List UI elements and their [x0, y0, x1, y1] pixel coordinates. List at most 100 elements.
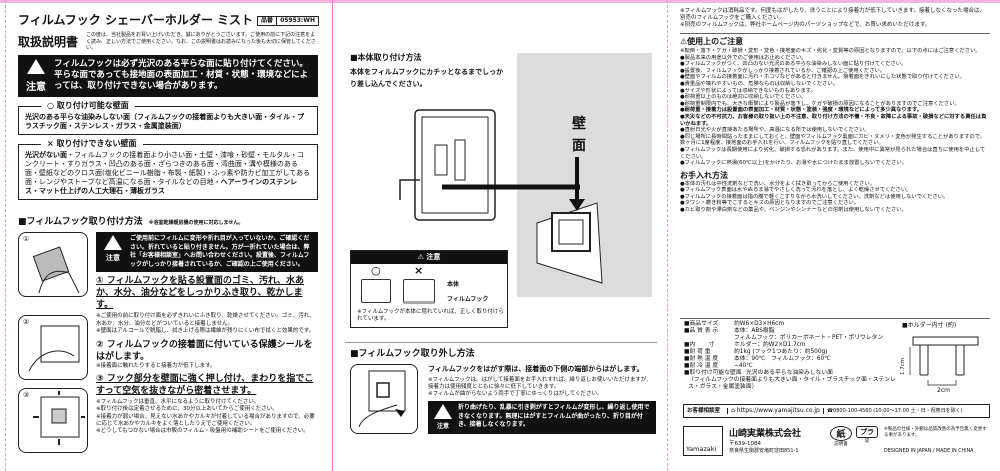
list-item: ●貴重品や壊れやすいもの、危険なものは収納しないでください。: [680, 80, 839, 87]
spec-key: ■商品サイズ: [684, 321, 719, 327]
spec-value: フィルムフック：ポリカーボネート・PET・ポリウレタン: [734, 335, 884, 341]
ok-walls-title: ○ 取り付け可能な壁面: [41, 99, 135, 111]
list-item: ●サイズや形状によっては収納できないものもあります。: [680, 87, 816, 94]
plastic-recycle-mark: プラ袋: [856, 426, 878, 444]
care-title: お手入れ方法: [680, 170, 728, 180]
fig-number: ②: [23, 318, 30, 326]
spec-value: 約1kg (フック1つあたり：約500g): [734, 349, 828, 355]
ok-mark: ○: [371, 264, 381, 277]
list-item: ●本体の汚れは中性洗剤などで洗い、水分をよく拭き取ってからご使用ください。: [680, 180, 875, 187]
holder-body-icon: [399, 109, 580, 221]
product-title: フィルムフック シェーバーホルダー ミスト: [18, 13, 254, 27]
step1-text: ① フィルムフックを貼る設置面のゴミ、汚れ、水あか、水分、油分などをしっかりふき…: [96, 276, 304, 310]
ok-walls-box: ○ 取り付け可能な壁面 光沢のある平らな油染みしない面（フィルムフックの接着面よ…: [18, 99, 318, 135]
company-name: 山崎実業株式会社: [729, 429, 802, 439]
company-info: 山崎実業株式会社 〒639-1084 奈良県生駒郡安堵町窪田851-1: [729, 426, 801, 454]
ng-bold: 光沢がない面: [25, 150, 67, 159]
spec-value: ホルダー：約W2×D1.7cm: [734, 342, 806, 348]
body-install: ■本体取り付け方法 本体をフィルムフックにカチッとなるまでしっかり差し込んでくだ…: [350, 52, 510, 90]
website-link[interactable]: ⌂ https://www.yamajitsu.co.jp: [728, 408, 824, 414]
caution-note: ※フィルムフックが本体に隠れていれば、正しく取り付けられています。: [357, 309, 504, 322]
right-panel: ※フィルムフックは消耗品です。何度もはがしたり、洗うことにより接着力が低下してい…: [680, 8, 990, 214]
spec-key: ■耐 冷 温 度: [684, 363, 719, 369]
note: ※フィルムが曲がらないよう両手で丁寧にゆっくりはがしてください。: [428, 391, 603, 397]
spec-key: ■内 寸: [684, 342, 715, 348]
fold-line: [332, 0, 333, 471]
list-item: ●フィルムフックは長期使用により劣化、破損する恐れがあります。また、使用中に異常…: [680, 146, 986, 160]
warning-icon: 注意: [433, 404, 453, 431]
usage-list: ※転倒・落下・ケガ・破損・変形・変色・接地面のキズ・劣化・変質等の原因となります…: [680, 48, 990, 167]
list-item: ●フィルムフック表面は水やぬるま湯でやさしく洗って汚れを落とし、よく乾燥させてく…: [680, 187, 912, 194]
install-title: ■フィルムフック取り付け方法: [18, 217, 143, 227]
remove-text: フィルムフックをはがす際は、接着面の下側の端部からはがします。: [428, 365, 644, 373]
list-item: ●カビ取り剤や漂白剤などの薬品や、ベンジンやシンナーなどの溶剤は使用しないでくだ…: [680, 207, 907, 214]
spec-tail: （フィルムフックの接着面よりも大きい面・タイル・プラスチック面・ステンレス・ガラ…: [688, 377, 896, 390]
body-install-text: 本体をフィルムフックにカチッとなるまでしっかり差し込んでください。: [350, 68, 504, 88]
list-item: ●直射日光や火が直接あたる場所や、高温になる所では使用しないでください。: [680, 127, 870, 134]
ng-text: ・フィルムフックの接着面より小さい面・土壁・漆喰・砂壁・モルタル・コンクリート・…: [25, 150, 311, 186]
fig-number: ③: [23, 391, 30, 399]
list-item: ●フィルムフックがつく、凹凸のない光沢のある平らな油染みしない面に貼り付けてくだ…: [680, 61, 907, 68]
note: ※別売のフィルムフックは、弊社ホームページ内のパーツショップなどで、お買い求めい…: [680, 22, 931, 28]
dim-width: 2cm: [937, 387, 950, 394]
fig-number: ①: [23, 235, 30, 243]
note: ※接着力が弱い場合、見えない水あかやカルキが付着している場合がありますので、必要…: [96, 413, 315, 427]
contact-bar: お客様相談室 ⌂ https://www.yamajitsu.co.jp ☎08…: [683, 404, 990, 418]
spec-value: 本体：ABS樹脂: [734, 328, 775, 334]
note: ※フィルムフックは、はがして接着面をお手入れすれば、繰り返しお使いいただけますが…: [428, 377, 652, 390]
step-caution: 注意 ご使用前にフィルムに変形や折れ目が入っていないか、ご確認ください。折れてい…: [96, 232, 318, 272]
phone-number: ☎0800-100-4560 (10:00〜17:00 土・日・祝祭日を除く): [826, 408, 963, 414]
note: ※ご使用の前に取り付け面を必ずきれいにふき取り、乾燥させてください。ゴミ、汚れ、…: [96, 313, 315, 327]
yamazaki-logo: Yamazaki: [683, 426, 723, 456]
note: ※壁面はアルコールで脱脂し、拭き上げる際は繊維が残りにくい布で拭くと効果的です。: [96, 328, 315, 334]
warning-icon: 注意: [24, 58, 48, 93]
spec-key: ■耐 荷 重: [684, 349, 711, 355]
note: ※接着面に触れたりすると接着力が低下します。: [96, 362, 216, 369]
list-item: ●設置後、フィルムフックがしっかり接着されているか、ご確認の上ご使用ください。: [680, 67, 886, 74]
step1-figure: ①: [18, 232, 88, 297]
peel-film-icon: [28, 325, 80, 372]
install-heading: ■フィルムフック取り付け方法 ※浴室乾燥暖房機の使用に対応しません。: [18, 216, 318, 228]
divider: [345, 342, 657, 343]
main-caution: 注意 フィルムフックは必ず光沢のある平らな面に貼り付けてください。平らな面であっ…: [18, 54, 318, 97]
divider: [680, 318, 990, 319]
spec-key: ■取り付け可能な壁面: [684, 370, 742, 376]
address: 奈良県生駒郡安堵町窪田851-1: [729, 448, 799, 454]
wipe-hand-icon: [32, 246, 80, 294]
paper-recycle-mark: 紙説明書: [830, 426, 852, 447]
spec-value: 本体：90℃ フィルムフック：60℃: [734, 356, 831, 362]
remove-caution: 注意 折り曲げたり、乱暴に引き剥がすとフィルムが変形し、繰り返し使用できなくなり…: [428, 401, 656, 434]
code-label: 品番: [258, 16, 278, 25]
label-hook: フィルムフック: [447, 296, 489, 303]
wall-label: 壁面: [572, 116, 586, 154]
step3-text: ③ フック部分を壁面に強く押し付け、まわりを指でこすって空気を抜きながら密着させ…: [96, 374, 314, 396]
list-item: ●タワシ・磨き粉等でこするとキズの原因となりますのでご注意ください。: [680, 200, 860, 207]
wall-illustration: 壁面: [517, 53, 652, 297]
caution-box-title: ⚠ 注意: [351, 251, 507, 264]
hook-plate-icon: [536, 157, 603, 284]
intro-text: この度は、当社製品をお買い上げいただき、誠にありがとうございます。ご使用の前に下…: [86, 32, 316, 51]
list-item: ●同じ場所に長時間貼ったままにしておくと、壁面やフィルムフック裏面にカビ・ヌメリ…: [680, 133, 986, 147]
spec-notice: ※製品の仕様・外観は品質改善の為予告無く変更する事があります。: [884, 427, 987, 438]
phone-icon: ☎: [826, 408, 834, 414]
spec-key: ■耐 熱 温 度: [684, 356, 719, 362]
list-item: ●耐荷重制限内でも、大きな衝撃により製品が落下し、ケガや破損の原因になることがあ…: [680, 100, 960, 107]
note: ※フィルムフックは垂直、水平になるように取り付けてください。: [96, 399, 260, 405]
care-list: ●本体の汚れは中性洗剤などで洗い、水分をよく拭き取ってからご使用ください。 ●フ…: [680, 181, 990, 214]
spec-value: 約W6×D3×H6cm: [734, 321, 784, 327]
spec-key: [684, 335, 734, 342]
step2-figure: ②: [18, 315, 88, 380]
wrong-example: [403, 279, 435, 304]
ng-bold2: ヘアーラインのステンレス・マット仕上げの人工大理石・薄板ガラス: [25, 177, 298, 195]
made-in: DESIGNED IN JAPAN / MADE IN CHINA: [884, 449, 974, 454]
note: ※取り付け後は定着させるために、30分以上おいてからご使用ください。: [96, 406, 278, 413]
note: ※どうしてもつかない場合は市販のフィルム・吸盤用の補助シートをご使用ください。: [96, 428, 309, 435]
list-item: ●フィルムフックの接着面は指の腹で軽くこすりながら水洗いしてください。洗剤などは…: [680, 193, 949, 200]
page-top-border: [0, 0, 1000, 3]
correct-example: [361, 279, 391, 303]
zip: 〒639-1084: [729, 441, 761, 447]
contact-label: お客様相談室: [684, 408, 728, 414]
product-code: 05953:WH: [280, 16, 315, 24]
list-item: ●フィルムフックに熱湯(60℃以上)をかけたり、お湯や水につけたまま放置しないで…: [680, 160, 907, 167]
